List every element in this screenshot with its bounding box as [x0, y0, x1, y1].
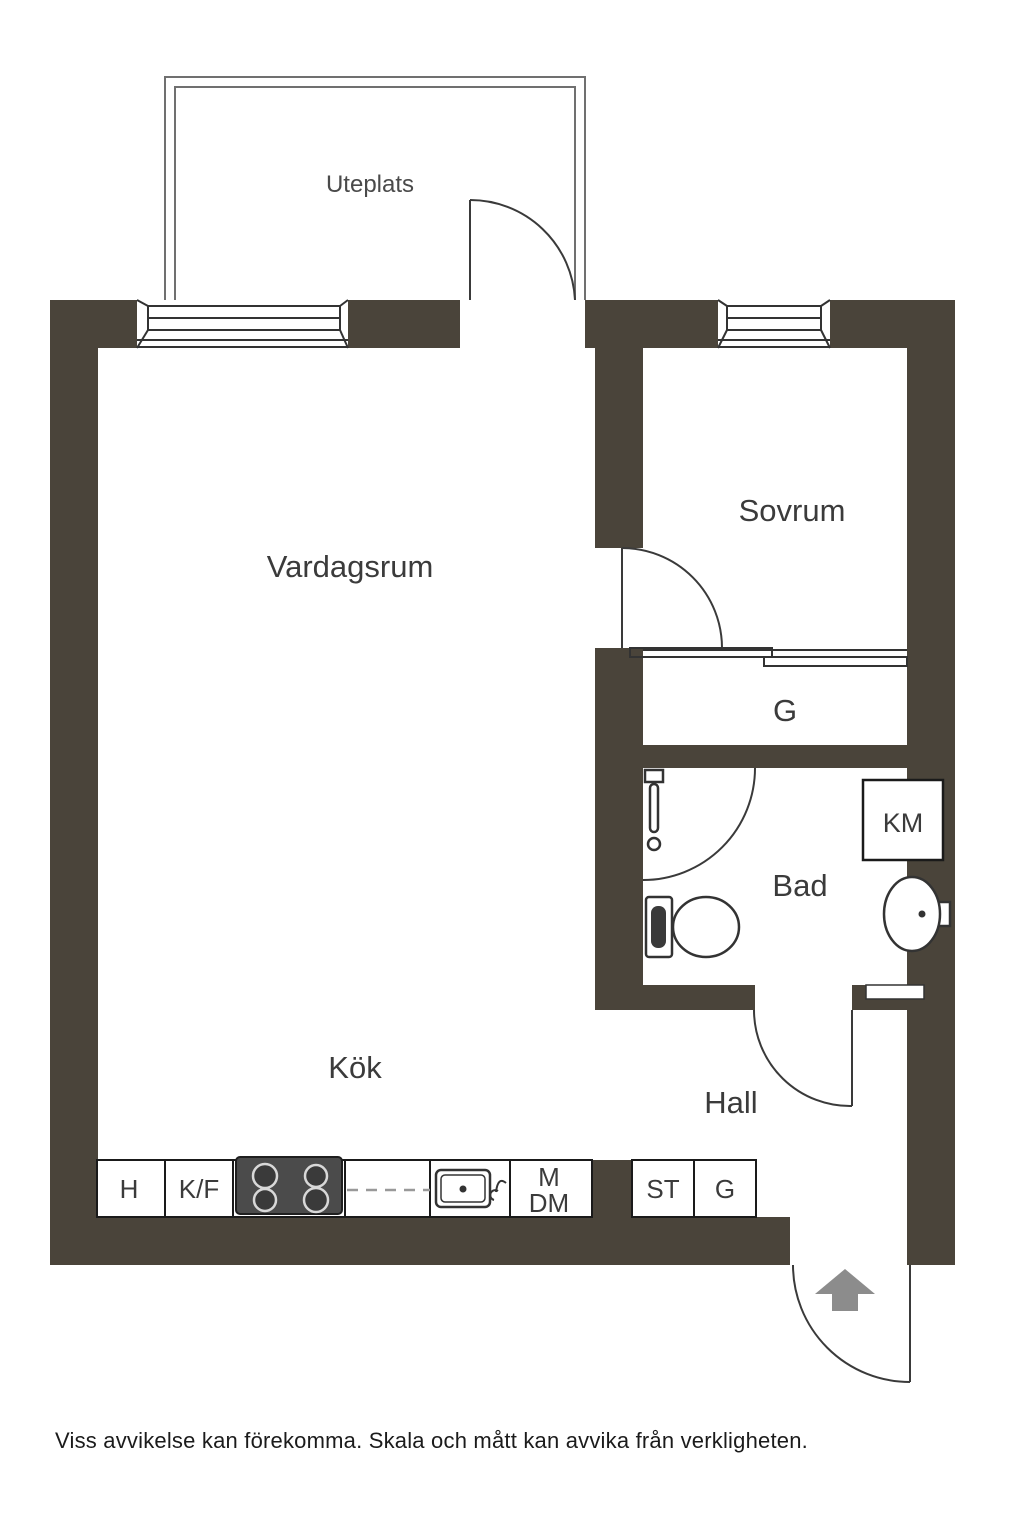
room-label-closet-g: G [773, 693, 797, 728]
room-label-vardagsrum: Vardagsrum [267, 549, 434, 584]
wall-niche [865, 984, 925, 1000]
cabinet-st [631, 1159, 695, 1218]
patio-outline [164, 76, 586, 300]
kitchen-sink-icon [434, 1168, 507, 1209]
room-label-km: KM [883, 808, 924, 838]
cabinet-mdm [509, 1159, 593, 1218]
walls [50, 300, 955, 1265]
bedroom-door-arc [621, 547, 723, 649]
patio-door-arc [469, 198, 576, 301]
cabinet-g [693, 1159, 757, 1218]
cabinet-label-h: H [120, 1174, 139, 1204]
cabinet-label-m: M [538, 1162, 560, 1192]
room-label-hall: Hall [704, 1085, 757, 1120]
cabinet-label-st: ST [646, 1174, 679, 1204]
room-label-bad: Bad [772, 868, 827, 903]
entry-arrow-icon [815, 1269, 875, 1311]
toilet-icon [644, 895, 741, 959]
cabinet-kf [164, 1159, 234, 1218]
room-label-kok: Kök [328, 1050, 382, 1085]
window-left-icon [136, 299, 349, 349]
cabinet-label-dm: DM [529, 1188, 569, 1218]
sliding-closet-doors-icon [629, 647, 908, 667]
washing-machine-box [861, 778, 945, 862]
entry-door-arc [792, 1264, 911, 1383]
cabinet-label-kf: K/F [179, 1174, 219, 1204]
shower-icon [642, 767, 756, 881]
cabinet-label-g: G [715, 1174, 735, 1204]
cabinet-counter [344, 1159, 431, 1218]
room-label-sovrum: Sovrum [739, 493, 846, 528]
bathroom-door-arc [753, 1009, 853, 1108]
window-right-icon [717, 299, 831, 349]
bathroom-sink-icon [882, 875, 952, 953]
room-label-uteplats: Uteplats [326, 171, 414, 198]
stove-icon [235, 1156, 343, 1215]
disclaimer-text: Viss avvikelse kan förekomma. Skala och … [55, 1428, 808, 1453]
